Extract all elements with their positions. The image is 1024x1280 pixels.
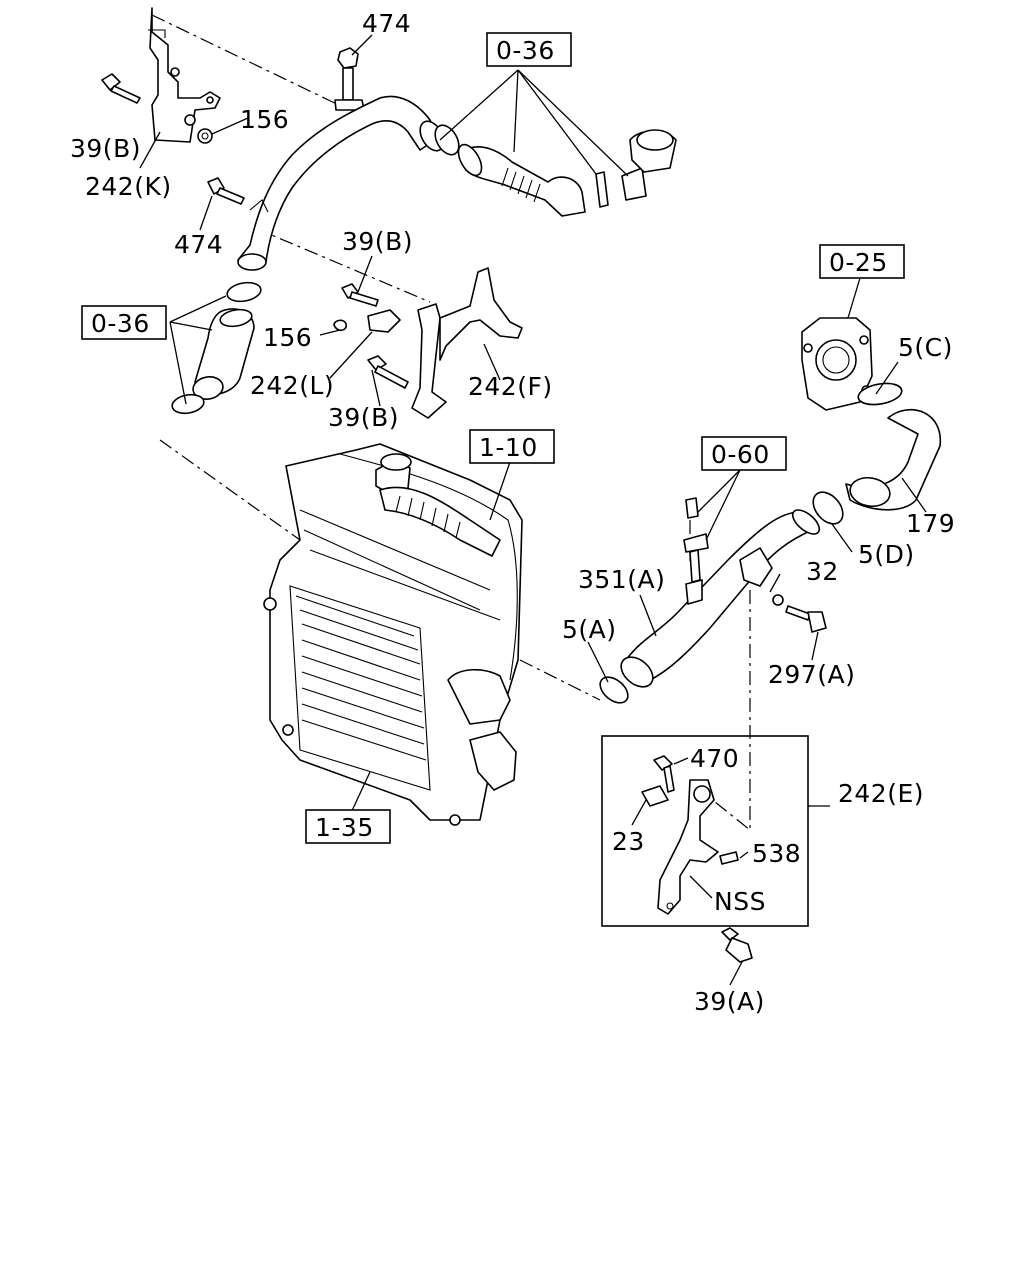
- bolt-474-left: [207, 177, 245, 205]
- ref-box-1-35[interactable]: 1-35: [305, 809, 391, 844]
- callout-297a: 297(A): [768, 660, 855, 689]
- callout-5c: 5(C): [898, 333, 953, 362]
- callout-39b-low: 39(B): [328, 403, 399, 432]
- clamp-5a: [599, 676, 629, 704]
- ref-1-35-text: 1-35: [315, 813, 374, 842]
- ref-0-36-top-text: 0-36: [496, 36, 555, 65]
- bracket-242k: [148, 7, 221, 143]
- callout-nss: NSS: [714, 887, 766, 916]
- callout-242f: 242(F): [468, 372, 553, 401]
- part-callouts: 474 39(B) 156 242(K) 474 39(B) 156 242(L…: [70, 9, 955, 1016]
- leader-lines: [120, 34, 927, 986]
- bolt-39b-top: [101, 73, 141, 104]
- callout-474-top: 474: [362, 9, 411, 38]
- callout-39b-top: 39(B): [70, 134, 141, 163]
- intercooler-assembly: [263, 443, 523, 826]
- ref-box-0-25[interactable]: 0-25: [819, 244, 905, 279]
- ref-1-10-text: 1-10: [479, 433, 538, 462]
- bracket-242f-assembly: [333, 267, 523, 419]
- air-pipe-351a: [620, 497, 821, 688]
- throttle-body: [801, 317, 873, 411]
- ref-box-0-36-left[interactable]: 0-36: [81, 305, 167, 340]
- ref-box-1-10[interactable]: 1-10: [469, 429, 555, 464]
- callout-39b-mid: 39(B): [342, 227, 413, 256]
- callout-242k: 242(K): [85, 172, 172, 201]
- bracket-242e-detail: [641, 755, 753, 963]
- callout-474-left: 474: [174, 230, 223, 259]
- bolt-297a: [772, 594, 827, 633]
- ref-box-0-36-top[interactable]: 0-36: [486, 32, 572, 67]
- callout-156-top: 156: [240, 105, 289, 134]
- ref-0-25-text: 0-25: [829, 248, 888, 277]
- bolt-474-top: [334, 47, 365, 111]
- callout-179: 179: [906, 509, 955, 538]
- hose-assembly-left: [171, 281, 262, 415]
- callout-39a: 39(A): [694, 987, 765, 1016]
- air-pipe-upper: [237, 95, 445, 271]
- callout-470: 470: [690, 744, 739, 773]
- ref-box-0-60[interactable]: 0-60: [701, 436, 787, 471]
- callout-538: 538: [752, 839, 801, 868]
- callout-32: 32: [806, 557, 839, 586]
- callout-351a: 351(A): [578, 565, 665, 594]
- hose-assembly-upper: [434, 124, 677, 217]
- callout-242e: 242(E): [838, 779, 924, 808]
- ref-0-60-text: 0-60: [711, 440, 770, 469]
- callout-5d: 5(D): [858, 540, 915, 569]
- detail-box-242e: [601, 735, 809, 927]
- ref-0-36-left-text: 0-36: [91, 309, 150, 338]
- nut-156-top: [197, 128, 213, 144]
- callout-23: 23: [612, 827, 645, 856]
- callout-242l: 242(L): [250, 371, 334, 400]
- callout-156-mid: 156: [263, 323, 312, 352]
- callout-5a: 5(A): [562, 615, 617, 644]
- hose-179-assembly: [812, 382, 941, 525]
